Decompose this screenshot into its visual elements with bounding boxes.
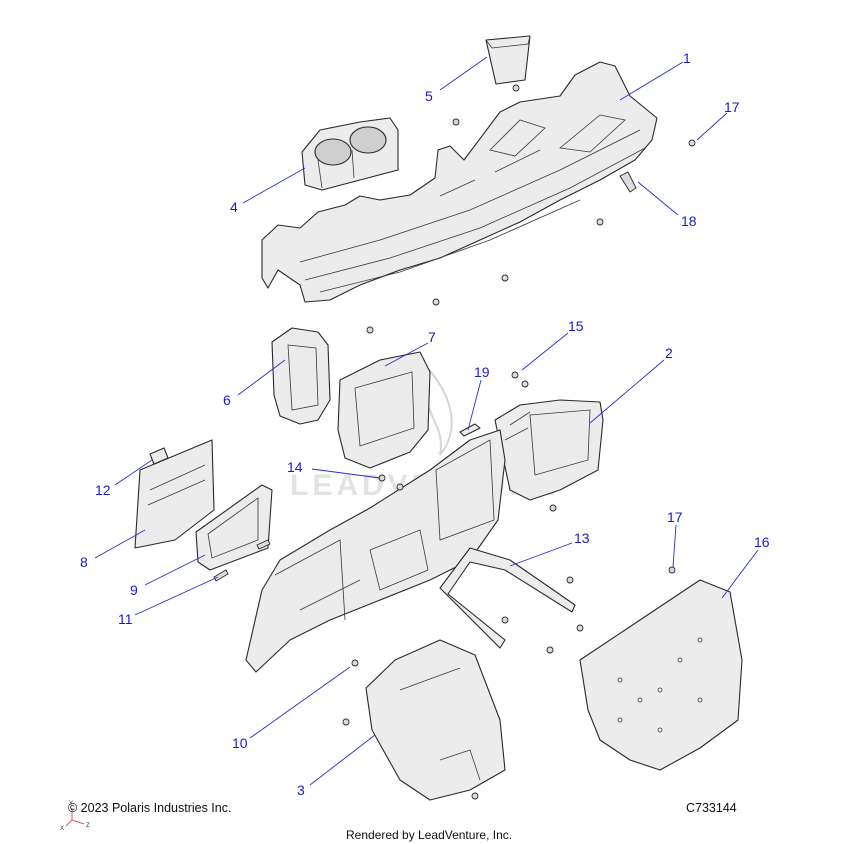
callout-18: 18 — [681, 213, 697, 229]
callout-2: 2 — [665, 345, 673, 361]
part-7-bracket-frame[interactable] — [337, 351, 431, 469]
part-1-dash-upper-panel[interactable] — [261, 61, 658, 303]
part-5-storage-bin[interactable] — [485, 35, 531, 85]
callout-1: 1 — [683, 50, 691, 66]
part-13-support-bracket[interactable] — [439, 547, 576, 649]
callout-12: 12 — [95, 482, 111, 498]
part-6-vent-duct[interactable] — [271, 327, 331, 425]
axis-label-z: Z — [86, 823, 90, 829]
part-3-cover[interactable] — [365, 639, 506, 801]
callout-17-top: 17 — [724, 99, 740, 115]
callout-labels: 1 2 3 4 5 6 7 8 9 10 11 12 13 14 15 16 1… — [80, 50, 770, 798]
callout-4: 4 — [230, 199, 238, 215]
copyright-text: © 2023 Polaris Industries Inc. — [68, 801, 231, 815]
axis-label-x: X — [60, 826, 64, 832]
part-19-clip[interactable] — [459, 423, 481, 437]
leader-lines — [94, 56, 759, 786]
callout-14: 14 — [287, 459, 303, 475]
diagram-code: C733144 — [686, 801, 737, 815]
axis-label-y: Y — [69, 801, 73, 807]
callout-11: 11 — [118, 611, 133, 627]
part-2-side-panel[interactable] — [494, 399, 604, 501]
callout-8: 8 — [80, 554, 88, 570]
part-16-mounting-plate[interactable] — [579, 579, 743, 771]
callout-17-lower: 17 — [667, 509, 683, 525]
axis-indicator: Y X Z — [60, 801, 90, 832]
rendered-by-text: Rendered by LeadVenture, Inc. — [346, 828, 512, 842]
callout-15: 15 — [568, 318, 584, 334]
part-lower-dash-assembly[interactable] — [245, 429, 506, 673]
callout-19: 19 — [474, 364, 490, 380]
callout-5: 5 — [425, 88, 433, 104]
part-9-door-seal[interactable] — [195, 484, 273, 571]
callout-10: 10 — [232, 735, 248, 751]
part-12-latch[interactable] — [149, 447, 169, 465]
callout-3: 3 — [297, 782, 305, 798]
callout-9: 9 — [130, 582, 138, 598]
callout-13: 13 — [574, 530, 590, 546]
callout-7: 7 — [428, 329, 436, 345]
callout-6: 6 — [223, 392, 231, 408]
callout-16: 16 — [754, 534, 770, 550]
part-4-cup-holder[interactable] — [301, 117, 399, 191]
fasteners — [213, 84, 696, 800]
